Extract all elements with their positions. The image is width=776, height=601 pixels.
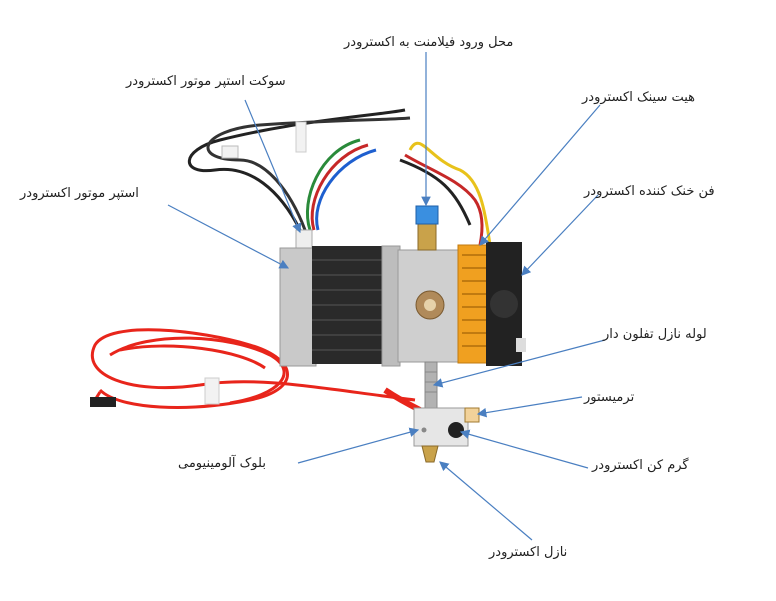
motor-socket [295,229,313,249]
label-heatsink: هیت سینک اکسترودر [582,90,696,105]
leader-stepper-socket [244,99,302,234]
heater-cable [91,328,416,409]
leader-teflon-nozzle [432,339,606,388]
label-thermistor: ترمیستور [584,390,635,405]
label-aluminum-block: بلوک آلومینیومی [178,456,266,471]
label-nozzle: نازل اکسترودر [489,545,568,560]
leader-thermistor [476,396,583,418]
thermistor-body [464,407,480,423]
stepper-cable [187,108,492,246]
cable-tie [204,377,220,405]
label-heater: گرم کن اکسترودر [592,458,689,473]
blue-push-fitting [415,205,439,225]
label-cooling-fan: فن خنک کننده اکسترودر [584,184,715,199]
cable-connector [90,397,116,407]
leader-nozzle [439,461,533,541]
cable-tie-2 [295,121,307,153]
label-stepper-socket: سوکت استپر موتور اکسترودر [126,74,286,89]
label-stepper-motor: استپر موتور اکسترودر [20,186,139,201]
leader-heatsink [479,104,601,246]
nozzle-tip [421,445,439,463]
leader-heater [459,429,589,469]
heatsink [457,244,491,364]
motor-plate [279,247,317,367]
motor-front-plate [381,245,401,367]
label-teflon-nozzle: لوله نازل تفلون دار [603,327,707,342]
brass-fitting [417,221,437,251]
leader-stepper-motor [167,204,290,269]
label-filament-inlet: محل ورود فیلامنت به اکسترودر [344,35,514,50]
leader-cooling-fan [521,194,599,276]
socket-connector [221,145,239,159]
leader-aluminum-block [297,427,420,464]
teflon-tube [424,361,438,411]
